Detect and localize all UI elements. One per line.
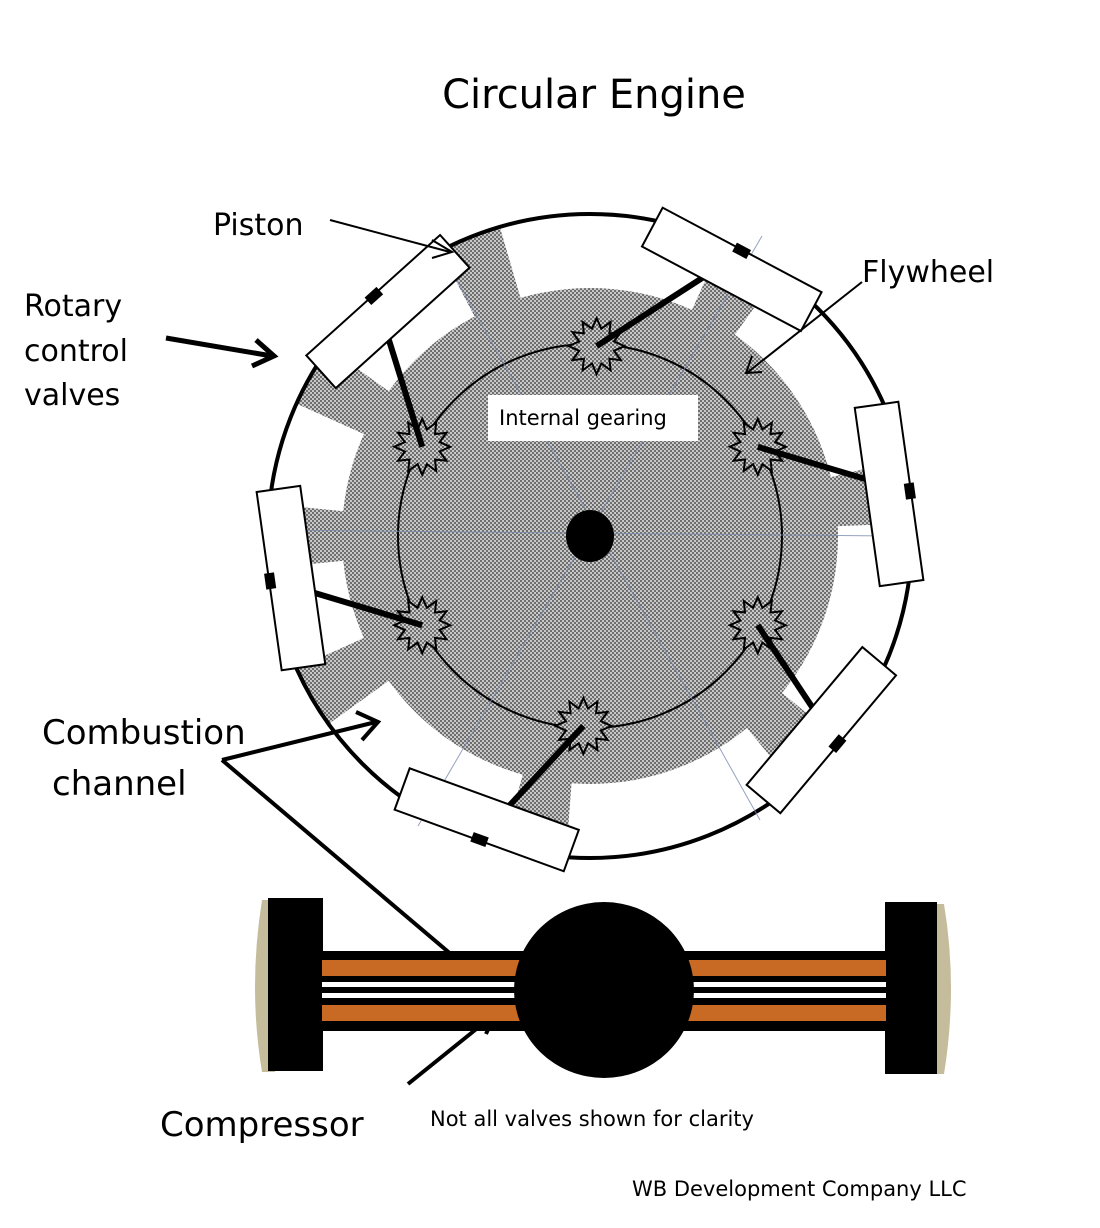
- combustion-label-line2: channel: [52, 764, 187, 804]
- planet-gear: [566, 315, 628, 377]
- piston-assembly: [255, 484, 453, 672]
- piston-assembly: [566, 206, 823, 377]
- compressor-channel-right: [676, 951, 886, 1031]
- internal-gearing-text: Internal gearing: [499, 406, 667, 430]
- rotary-label-line3: valves: [24, 378, 120, 413]
- flywheel-arrow: [747, 281, 863, 373]
- spoke: [296, 634, 396, 725]
- callout-arrows: [165, 219, 863, 1086]
- rotary-valve: [745, 645, 898, 815]
- planet-gear: [552, 695, 614, 757]
- piston-assembly: [727, 594, 898, 815]
- piston-assembly: [304, 233, 471, 478]
- left-end-block: [268, 898, 323, 1071]
- compressor: [255, 898, 951, 1078]
- combustion-label-line1: Combustion: [42, 713, 246, 753]
- right-end-block: [885, 902, 937, 1074]
- center-hub: [566, 510, 614, 562]
- piston-label: Piston: [213, 208, 304, 243]
- combustion-arrow-upper: [221, 720, 377, 762]
- compressor-channel-left: [322, 951, 532, 1031]
- rotary-valve: [640, 206, 823, 333]
- note-text: Not all valves shown for clarity: [430, 1107, 754, 1131]
- diagram-title: Circular Engine: [442, 72, 746, 118]
- internal-gearing-label: Internal gearing: [488, 395, 698, 441]
- rotary-valve: [255, 484, 327, 672]
- combustion-arrow-lower: [220, 758, 474, 974]
- rotary-valve: [393, 767, 581, 873]
- piston-assembly: [727, 400, 925, 588]
- credit-text: WB Development Company LLC: [632, 1177, 967, 1201]
- flywheel-label: Flywheel: [862, 255, 994, 290]
- rotary-label-line1: Rotary: [24, 289, 122, 324]
- rotary-arrow: [165, 335, 273, 359]
- spoke: [440, 226, 523, 324]
- rotary-valve: [853, 400, 925, 588]
- rotary-valve: [304, 233, 471, 390]
- compressor-label: Compressor: [160, 1105, 364, 1145]
- rotary-label-line2: control: [24, 334, 128, 369]
- piston-arrow: [329, 219, 451, 253]
- compressor-rotor: [514, 902, 694, 1078]
- piston-assembly: [393, 695, 614, 873]
